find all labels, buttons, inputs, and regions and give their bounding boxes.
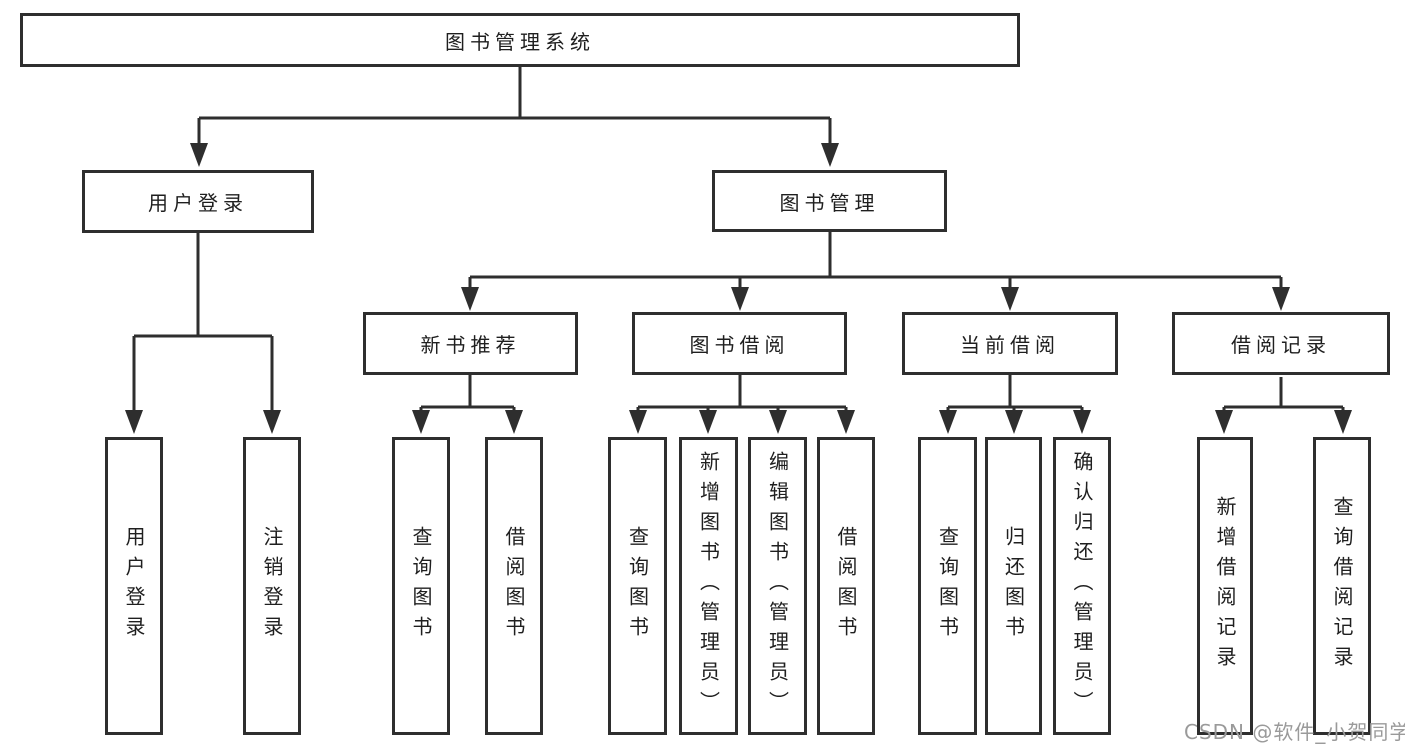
- leaf-query-books-borrowing: 查询图书: [608, 437, 667, 735]
- leaf-borrow-books: 借阅图书: [817, 437, 875, 735]
- leaf-query-books-recommend: 查询图书: [392, 437, 450, 735]
- node-book-borrowing: 图书借阅: [632, 312, 847, 375]
- leaf-query-borrow-record: 查询借阅记录: [1313, 437, 1371, 735]
- csdn-watermark: CSDN @软件_小贺同学: [1184, 720, 1405, 744]
- leaf-logout: 注销登录: [243, 437, 301, 735]
- leaf-user-login: 用户登录: [105, 437, 163, 735]
- leaf-add-borrow-record: 新增借阅记录: [1197, 437, 1253, 735]
- node-library-management-system: 图书管理系统: [20, 13, 1020, 67]
- leaf-confirm-return-admin: 确认归还（管理员）: [1053, 437, 1111, 735]
- leaf-add-book-admin: 新增图书（管理员）: [679, 437, 738, 735]
- leaf-borrow-books-recommend: 借阅图书: [485, 437, 543, 735]
- node-book-management: 图书管理: [712, 170, 947, 232]
- leaf-edit-book-admin: 编辑图书（管理员）: [748, 437, 807, 735]
- connector-lines: [132, 67, 1345, 413]
- node-borrowing-records: 借阅记录: [1172, 312, 1390, 375]
- node-user-login: 用户登录: [82, 170, 314, 233]
- node-current-borrowing: 当前借阅: [902, 312, 1118, 375]
- leaf-return-book: 归还图书: [985, 437, 1042, 735]
- arrowhead-icons: [125, 143, 1352, 434]
- node-new-book-recommend: 新书推荐: [363, 312, 578, 375]
- leaf-query-books-current: 查询图书: [918, 437, 977, 735]
